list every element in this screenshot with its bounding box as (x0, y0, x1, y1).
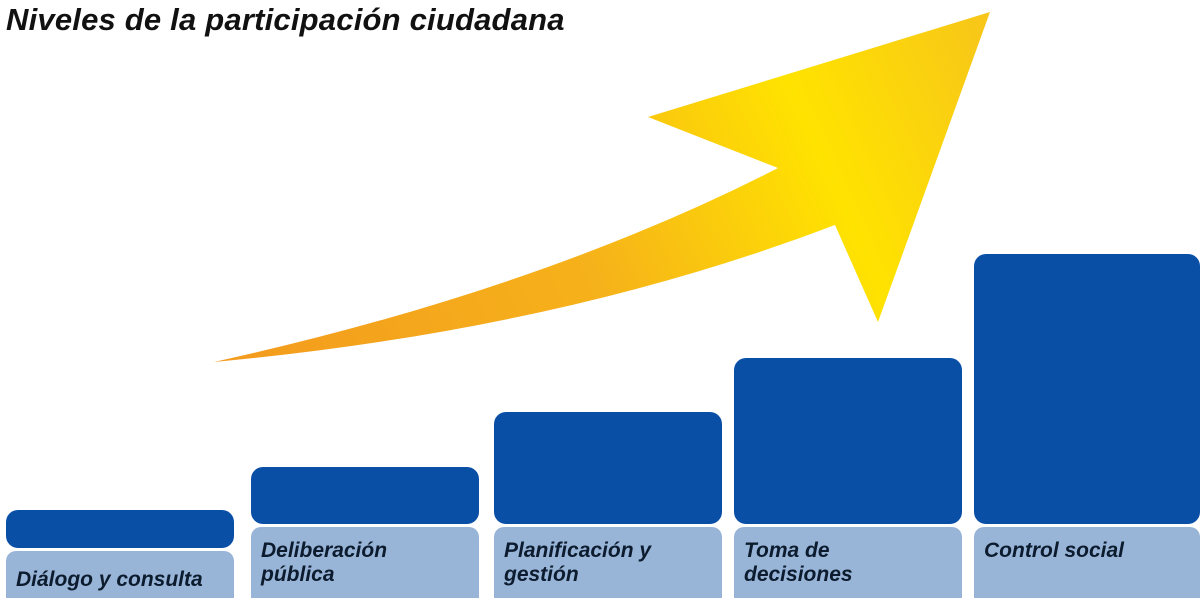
level-label-4: Toma de decisiones (734, 527, 962, 598)
level-bar-1 (6, 510, 234, 548)
page-title: Niveles de la participación ciudadana (6, 2, 565, 37)
level-bar-3 (494, 412, 722, 524)
level-label-5: Control social (974, 527, 1200, 598)
level-label-1: Diálogo y consulta (6, 551, 234, 598)
level-label-3: Planificación y gestión (494, 527, 722, 598)
level-bar-2 (251, 467, 479, 524)
level-label-2: Deliberación pública (251, 527, 479, 598)
level-bar-4 (734, 358, 962, 524)
level-bar-5 (974, 254, 1200, 524)
